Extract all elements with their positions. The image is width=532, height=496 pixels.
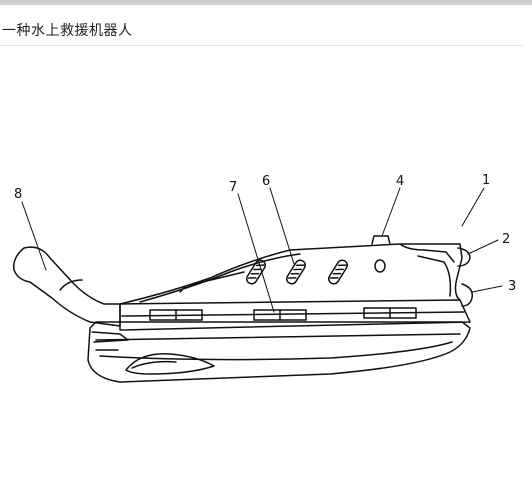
callout-6: 6 xyxy=(262,174,270,189)
leader-lines xyxy=(21,187,503,313)
top-sensor xyxy=(371,235,391,245)
callout-8: 8 xyxy=(14,187,22,202)
callout-7: 7 xyxy=(229,180,237,195)
callout-1: 1 xyxy=(482,173,490,188)
title-divider xyxy=(0,45,523,46)
top-border xyxy=(0,0,532,5)
page-title: 一种水上救援机器人 xyxy=(2,23,133,39)
hull-keel-line xyxy=(99,341,453,361)
water-intake xyxy=(125,353,215,375)
side-panels xyxy=(149,307,417,321)
rescue-arm xyxy=(12,246,121,327)
callout-2: 2 xyxy=(502,232,510,247)
front-bumper-upper xyxy=(457,247,471,267)
hull xyxy=(87,321,471,383)
callout-4: 4 xyxy=(396,174,404,189)
hull-waterline xyxy=(95,333,461,341)
side-port xyxy=(374,259,386,273)
front-bumper-lower xyxy=(461,283,474,307)
callout-3: 3 xyxy=(508,279,516,294)
